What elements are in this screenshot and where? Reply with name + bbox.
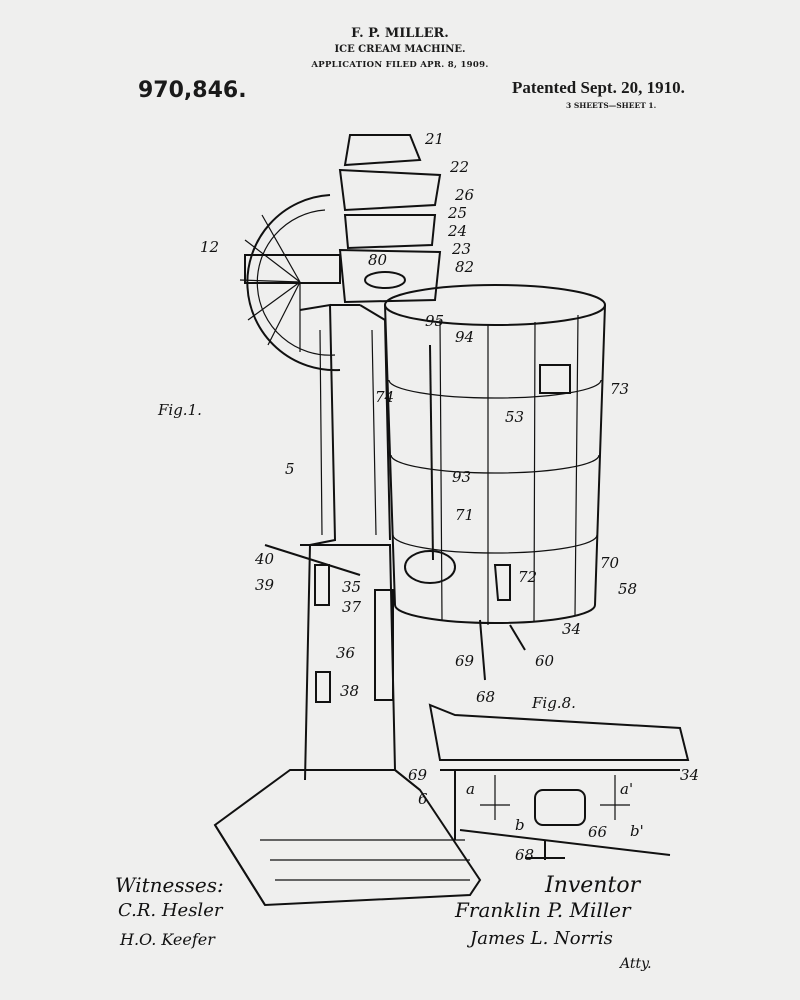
ref-label: b bbox=[515, 816, 525, 834]
application-date: APPLICATION FILED APR. 8, 1909. bbox=[311, 60, 489, 70]
ref-label: 24 bbox=[447, 222, 467, 240]
ref-label: 93 bbox=[452, 468, 471, 486]
ref-label: 23 bbox=[451, 240, 471, 258]
patent-number: 970,846. bbox=[138, 78, 247, 103]
sheet-count: 3 SHEETS—SHEET 1. bbox=[566, 101, 657, 110]
inventor-label: Inventor bbox=[544, 873, 642, 898]
witness-signature: C.R. Hesler bbox=[118, 900, 224, 921]
ref-label: 38 bbox=[340, 682, 359, 700]
pedestal-base bbox=[213, 769, 482, 907]
freezer-tub bbox=[384, 284, 606, 681]
machine-head bbox=[338, 134, 442, 304]
witness-signature: H.O. Keefer bbox=[119, 930, 216, 949]
ref-label: 71 bbox=[455, 506, 474, 524]
ref-label: 73 bbox=[610, 380, 629, 398]
ref-label: b' bbox=[630, 822, 644, 840]
ref-label: 6 bbox=[418, 790, 428, 808]
ref-label: 70 bbox=[600, 554, 620, 572]
reference-numerals: 21 22 26 25 24 23 80 82 12 95 94 73 74 5… bbox=[200, 130, 699, 864]
ref-label: 68 bbox=[476, 688, 495, 706]
ref-label: 66 bbox=[588, 823, 608, 841]
witnesses-label: Witnesses: bbox=[115, 873, 224, 897]
ref-label: 34 bbox=[562, 620, 581, 638]
ref-label: 25 bbox=[447, 204, 467, 222]
ref-label: 34 bbox=[680, 766, 699, 784]
attorney-suffix: Atty. bbox=[618, 956, 652, 972]
ref-label: a bbox=[466, 780, 475, 798]
ref-label: 26 bbox=[454, 186, 475, 204]
ref-label: 36 bbox=[336, 644, 356, 662]
inventor-signature: Franklin P. Miller bbox=[454, 898, 632, 922]
ref-label: 22 bbox=[449, 158, 469, 176]
drive-wheel bbox=[239, 194, 341, 372]
ref-label: 74 bbox=[375, 388, 394, 406]
ref-label: 94 bbox=[455, 328, 474, 346]
ref-label: 58 bbox=[618, 580, 637, 598]
signature-block: Witnesses: C.R. Hesler H.O. Keefer Inven… bbox=[115, 873, 652, 972]
ref-label: 80 bbox=[368, 251, 388, 269]
ref-label: a' bbox=[620, 780, 633, 798]
ref-label: 21 bbox=[424, 130, 444, 148]
attorney-signature: James L. Norris bbox=[466, 928, 613, 949]
ref-label: 40 bbox=[254, 550, 275, 568]
patent-title: ICE CREAM MACHINE. bbox=[334, 44, 466, 55]
ref-label: 82 bbox=[455, 258, 474, 276]
fig8-detail bbox=[428, 703, 690, 860]
ref-label: 69 bbox=[408, 766, 428, 784]
pedestal-column bbox=[264, 303, 421, 791]
ref-label: 69 bbox=[455, 652, 475, 670]
ref-label: 5 bbox=[285, 460, 295, 478]
ref-label: 53 bbox=[505, 408, 524, 426]
ref-label: 95 bbox=[425, 312, 444, 330]
ref-label: 68 bbox=[515, 846, 534, 864]
fig1-label: Fig.1. bbox=[157, 401, 202, 419]
patented-date: Patented Sept. 20, 1910. bbox=[512, 78, 685, 97]
ref-label: 39 bbox=[255, 576, 275, 594]
ref-label: 12 bbox=[200, 238, 219, 256]
fig8-label: Fig.8. bbox=[531, 694, 576, 712]
ref-label: 60 bbox=[535, 652, 555, 670]
ref-label: 35 bbox=[342, 578, 361, 596]
ref-label: 37 bbox=[342, 598, 362, 616]
inventor-name-header: F. P. MILLER. bbox=[351, 26, 449, 41]
ref-label: 72 bbox=[518, 568, 537, 586]
